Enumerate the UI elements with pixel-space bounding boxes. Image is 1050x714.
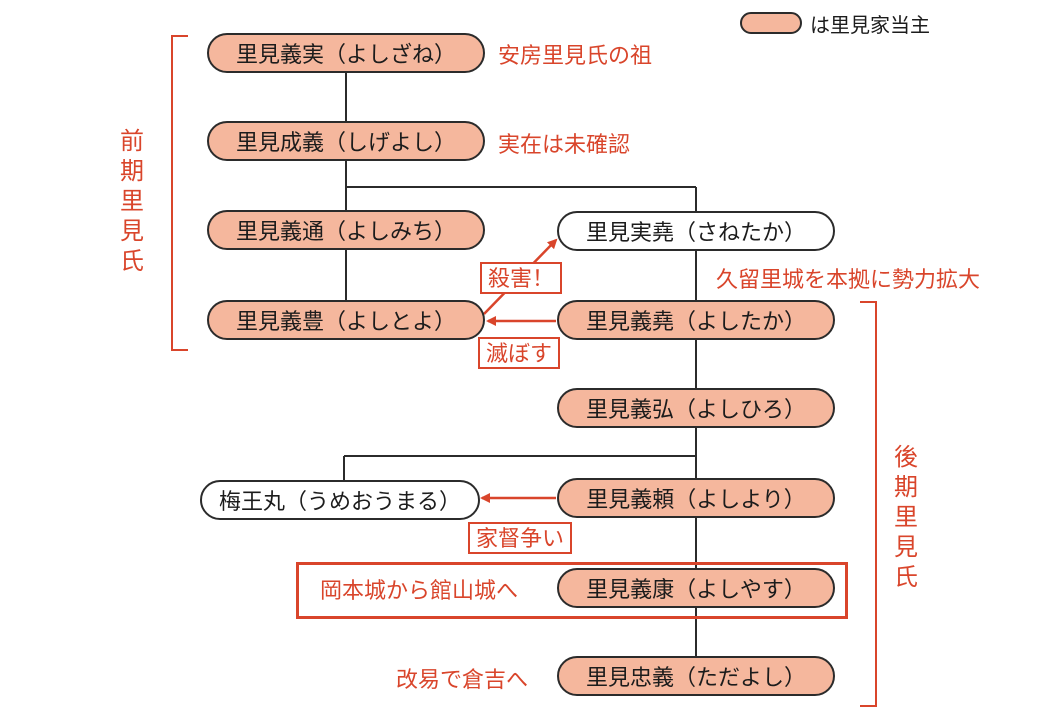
bracket-late [860,301,877,707]
tag-katoku: 家督争い [468,522,573,554]
node-umeomaru: 梅王丸（うめおうまる） [200,480,480,520]
note-tateyama: 岡本城から館山城へ [320,579,519,604]
node-yoshiyasu: 里見義康（よしやす） [557,568,835,608]
tag-satsugai: 殺害！ [480,262,563,294]
legend-swatch [740,12,802,34]
legend: は里見家当主 [740,8,930,38]
tag-horobosu: 滅ぼす [478,337,561,369]
node-yoshizane: 里見義実（よしざね） [207,33,485,73]
note-kaieki: 改易で倉吉へ [396,668,529,693]
note-yoshizane: 安房里見氏の祖 [498,44,653,69]
node-yoshimichi: 里見義通（よしみち） [207,210,485,250]
bracket-early [171,35,188,351]
note-kururi: 久留里城を本拠に勢力拡大 [716,268,981,293]
node-shigeyoshi: 里見成義（しげよし） [207,121,485,161]
node-yoshitoyo: 里見義豊（よしとよ） [207,300,485,340]
node-tadayoshi: 里見忠義（ただよし） [557,656,835,696]
node-sanetaka: 里見実堯（さねたか） [557,211,835,251]
node-yoshihiro: 里見義弘（よしひろ） [557,388,835,428]
label-late-satomi: 後期里見氏 [894,443,918,591]
highlight-box-tateyama [296,562,848,619]
node-yoshitaka: 里見義堯（よしたか） [557,300,835,340]
note-shigeyoshi: 実在は未確認 [498,133,631,158]
node-yoshiyori: 里見義頼（よしより） [557,478,835,518]
label-early-satomi: 前期里見氏 [120,127,144,275]
legend-text: は里見家当主 [810,12,930,37]
